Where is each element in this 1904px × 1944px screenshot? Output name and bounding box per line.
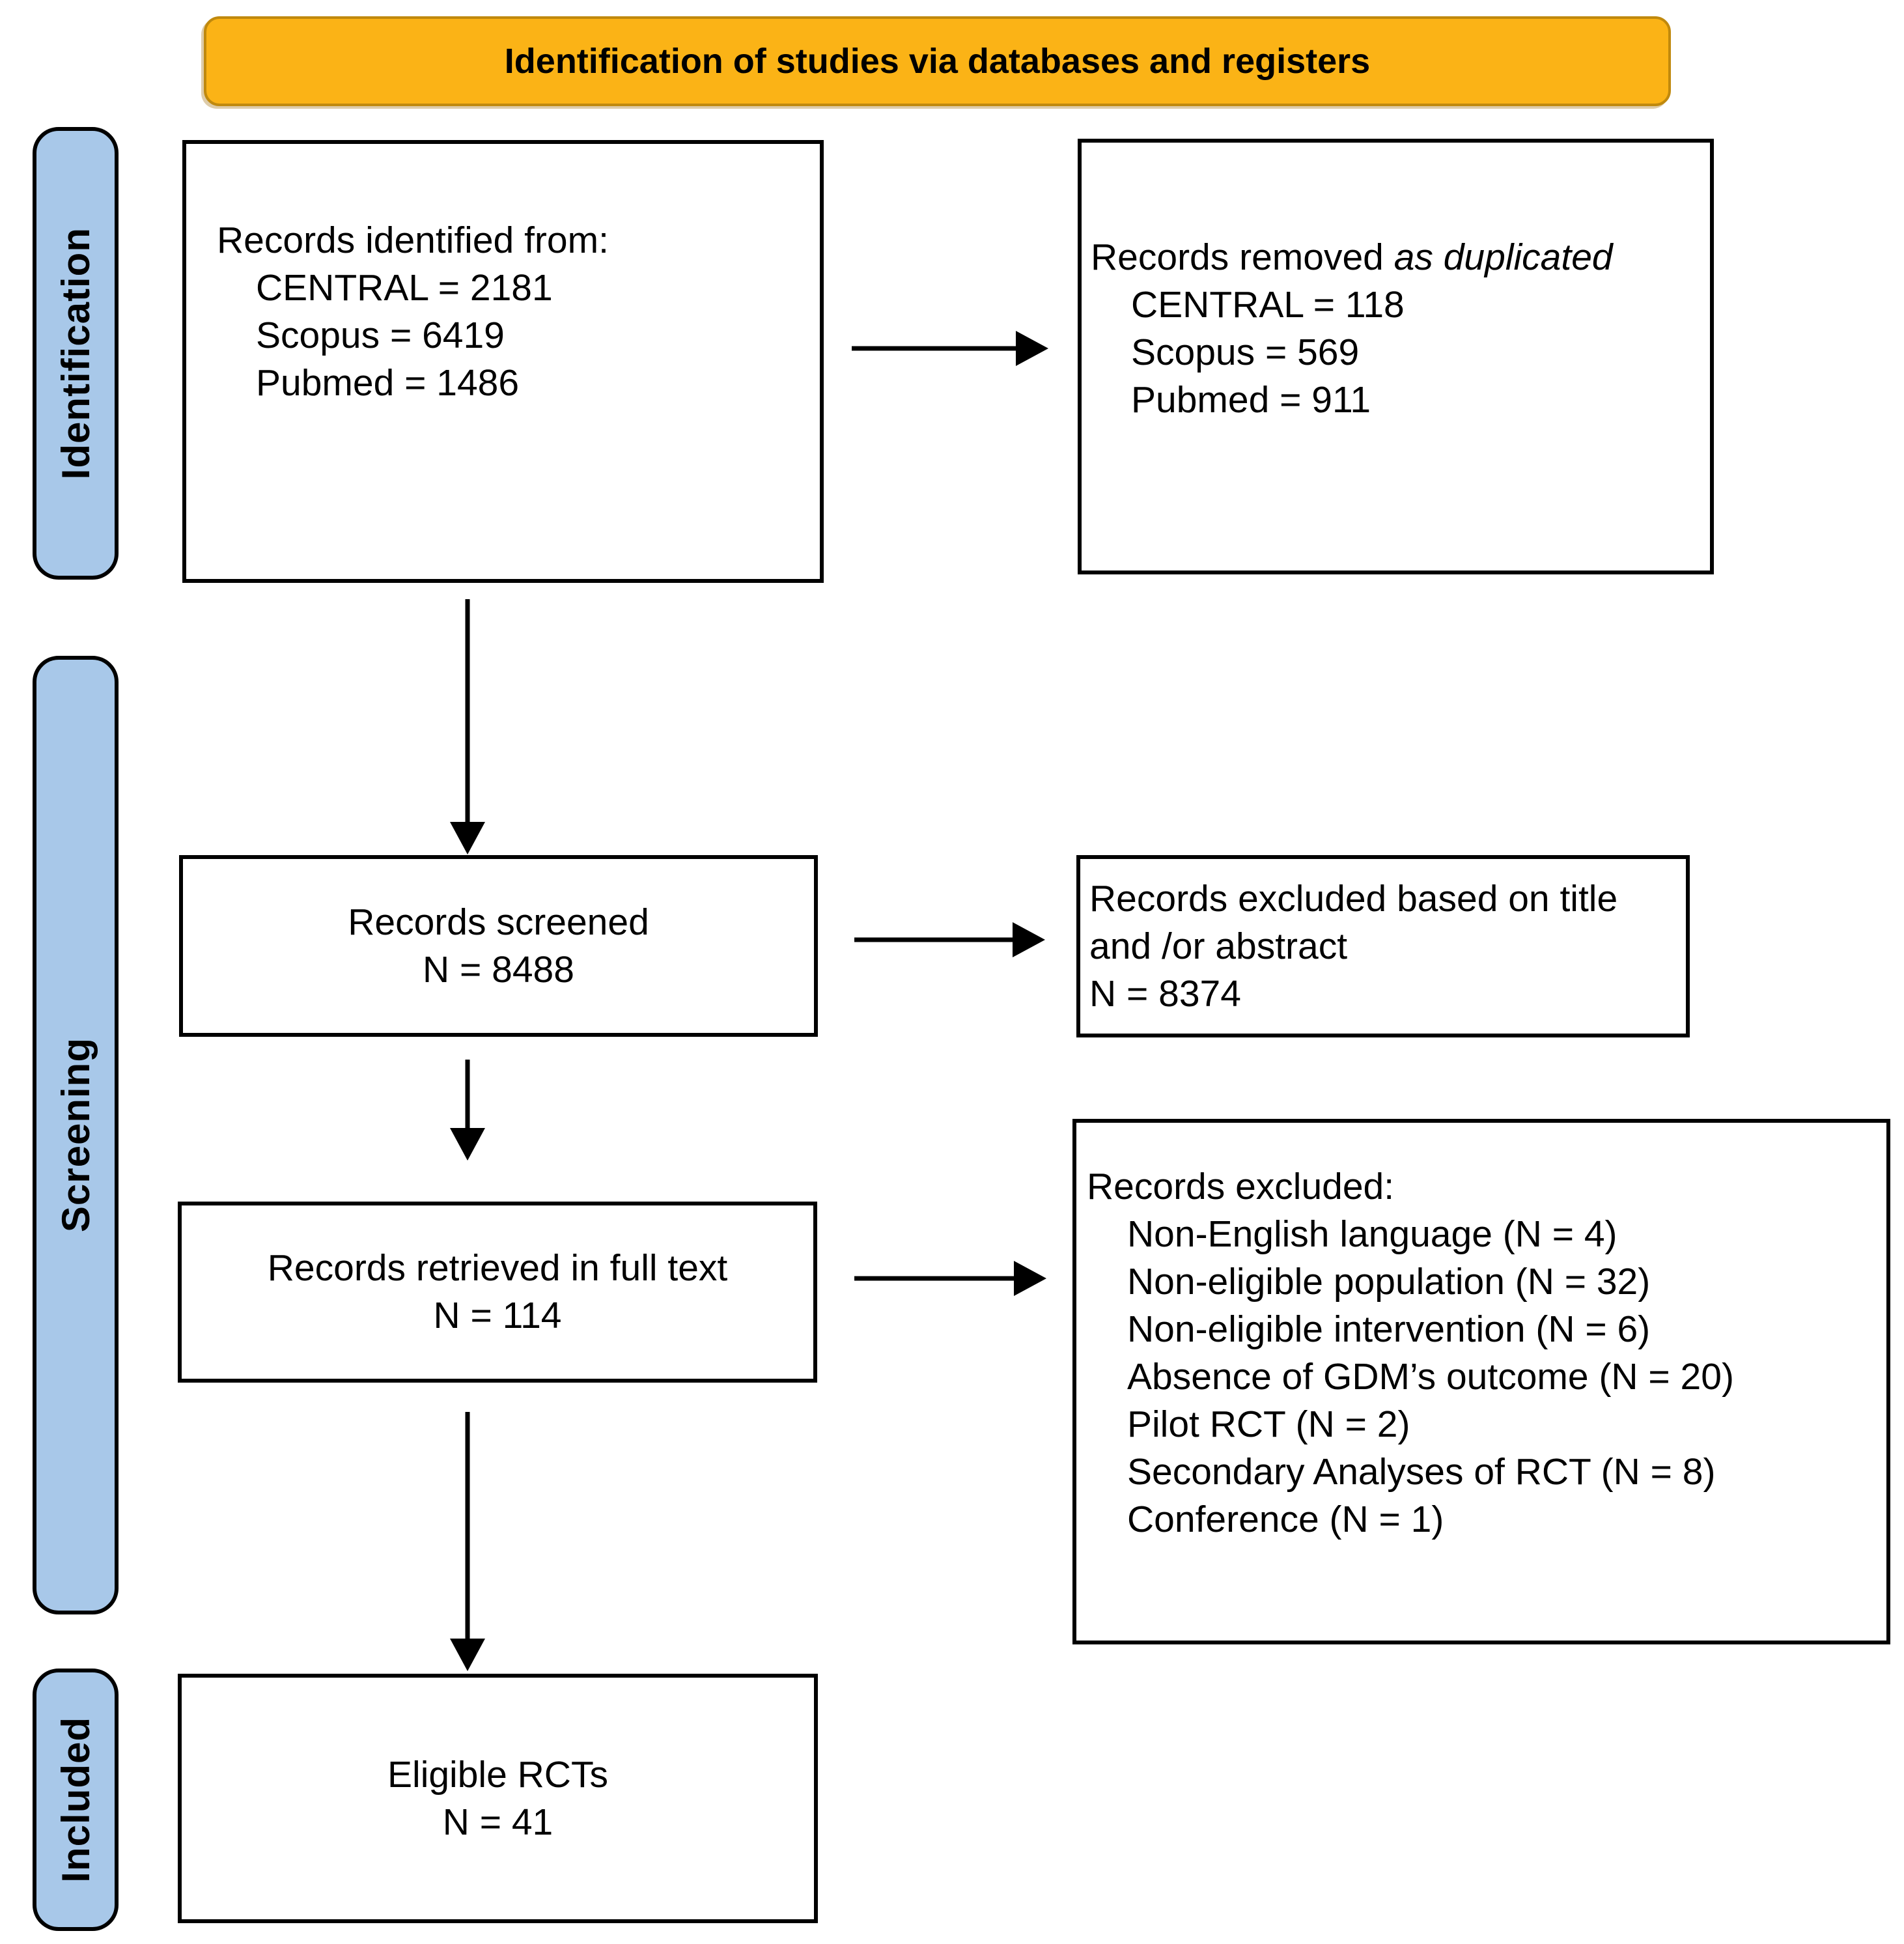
- arrow-identified-to-removed-head: [1016, 331, 1048, 366]
- arrow-retrieved-to-eligible-head: [450, 1639, 485, 1671]
- stage-label-text: Identification: [53, 227, 98, 480]
- box-line-2: N = 114: [433, 1295, 562, 1336]
- banner: Identification of studies via databases …: [204, 16, 1671, 106]
- exclusion-reason: Conference (N = 1): [1127, 1499, 1444, 1540]
- exclusion-reason: Absence of GDM’s outcome (N = 20): [1127, 1356, 1734, 1398]
- box-line-2: N = 41: [442, 1801, 553, 1843]
- db-count-central: CENTRAL = 118: [1131, 284, 1405, 326]
- box-line-1: Eligible RCTs: [387, 1753, 608, 1796]
- stage-label-identification: Identification: [33, 127, 119, 580]
- arrow-identified-to-screened-head: [450, 822, 485, 854]
- db-count-scopus: Scopus = 6419: [256, 315, 505, 356]
- arrow-retrieved-to-excluded-head: [1014, 1261, 1046, 1296]
- exclusion-reason: Non-eligible intervention (N = 6): [1127, 1308, 1651, 1350]
- banner-title: Identification of studies via databases …: [504, 42, 1371, 81]
- box-records-screened: Records screened N = 8488: [179, 855, 818, 1037]
- box-title: Records identified from:: [217, 219, 609, 261]
- box-title-italic: as duplicated: [1393, 236, 1613, 278]
- db-count-central: CENTRAL = 2181: [256, 267, 553, 309]
- db-count-pubmed: Pubmed = 1486: [256, 362, 520, 404]
- box-title: Records removed as duplicated: [1091, 234, 1700, 281]
- box-line-1: Records retrieved in full text: [267, 1247, 728, 1289]
- box-line-2: and /or abstract: [1089, 925, 1348, 967]
- exclusion-reason: Non-English language (N = 4): [1127, 1213, 1617, 1255]
- box-line-1: Records screened: [348, 901, 649, 943]
- stage-label-screening: Screening: [33, 656, 119, 1614]
- db-count-pubmed: Pubmed = 911: [1131, 379, 1371, 421]
- box-records-identified: Records identified from: CENTRAL = 2181 …: [182, 140, 824, 583]
- box-records-retrieved-fulltext: Records retrieved in full text N = 114: [178, 1202, 817, 1383]
- box-title-prefix: Records removed: [1091, 236, 1394, 278]
- box-line-2: N = 8488: [423, 948, 574, 991]
- exclusion-reason: Pilot RCT (N = 2): [1127, 1403, 1410, 1445]
- box-records-excluded-title-abstract: Records excluded based on title and /or …: [1076, 855, 1690, 1037]
- box-line-3: N = 8374: [1089, 972, 1241, 1015]
- exclusion-reason: Non-eligible population (N = 32): [1127, 1261, 1651, 1303]
- arrow-screened-to-retrieved-head: [450, 1128, 485, 1161]
- exclusion-reason: Secondary Analyses of RCT (N = 8): [1127, 1451, 1716, 1493]
- box-records-removed-duplicates: Records removed as duplicated CENTRAL = …: [1078, 139, 1714, 574]
- box-records-excluded-fulltext: Records excluded: Non-English language (…: [1072, 1119, 1890, 1644]
- arrow-screened-to-excluded-head: [1013, 922, 1045, 957]
- box-title: Records excluded:: [1087, 1166, 1395, 1207]
- box-eligible-rcts: Eligible RCTs N = 41: [178, 1674, 818, 1923]
- stage-label-included: Included: [33, 1669, 119, 1931]
- stage-label-text: Screening: [53, 1037, 98, 1233]
- stage-label-text: Included: [53, 1717, 98, 1883]
- db-count-scopus: Scopus = 569: [1131, 331, 1360, 373]
- box-line-1: Records excluded based on title: [1089, 877, 1618, 920]
